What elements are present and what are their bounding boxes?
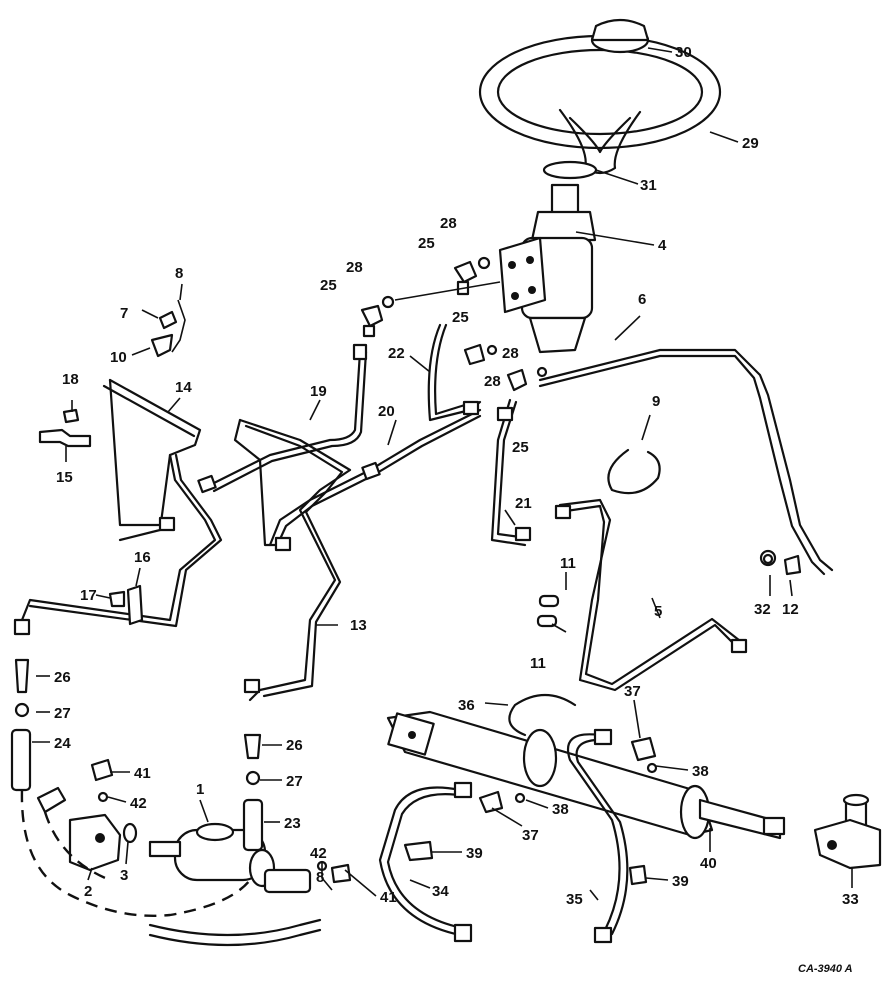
callout-26: 26 [54,669,71,686]
callout-14: 14 [175,379,192,396]
elbow-fittings [360,256,548,392]
steering-cylinder-right [386,710,786,840]
callout-6: 6 [638,291,646,308]
steering-wheel [478,34,722,175]
spindle-arm [813,793,882,870]
callout-21: 21 [515,495,532,512]
callout-29: 29 [742,135,759,152]
callout-11: 11 [530,655,546,672]
callout-37: 37 [624,683,641,700]
steering-cylinder [148,822,312,894]
callout-39: 39 [672,873,689,890]
callout-17: 17 [80,587,97,604]
callout-19: 19 [310,383,327,400]
figure-code: CA-3940 A [798,963,853,975]
callout-40: 40 [700,855,717,872]
steering-hand-pump [498,183,597,354]
callout-23: 23 [284,815,301,832]
callout-22: 22 [388,345,405,362]
callout-25: 25 [418,235,435,252]
callout-37: 37 [522,827,539,844]
callout-25: 25 [452,309,469,326]
snap-ring-31 [542,160,598,180]
callout-36: 36 [458,697,475,714]
callout-28: 28 [346,259,363,276]
small-clips [38,299,774,628]
leader-lines [32,47,853,901]
callout-13: 13 [350,617,367,634]
callout-18: 18 [62,371,79,388]
callout-labels: 30 29 31 4 28 25 28 25 25 28 28 25 6 8 7… [54,44,859,975]
hose-dashed-2 [43,811,111,882]
callout-32: 32 [754,601,771,618]
callout-3: 3 [120,867,128,884]
callout-7: 7 [120,305,128,322]
nut-3 [122,822,138,844]
callout-11: 11 [560,555,576,572]
callout-41: 41 [134,765,151,782]
callout-35: 35 [566,891,583,908]
snap-ring-36 [508,694,577,737]
callout-30: 30 [675,44,692,61]
clevis-2 [68,813,122,872]
callout-26: 26 [286,737,303,754]
callout-8: 8 [175,265,183,282]
callout-33: 33 [842,891,859,908]
callout-28: 28 [484,373,501,390]
callout-20: 20 [378,403,395,420]
hose-dashed [20,789,251,918]
callout-24: 24 [54,735,71,752]
callout-27: 27 [286,773,303,790]
callout-28: 28 [440,215,457,232]
snap-ring-9 [607,448,661,495]
callout-42: 42 [310,845,327,862]
fittings-24-26-27-23 [10,658,352,884]
callout-12: 12 [782,601,799,618]
callout-31: 31 [640,177,657,194]
callout-27: 27 [54,705,71,722]
callout-8: 8 [316,869,324,886]
callout-1: 1 [196,781,204,798]
tube-nuts [13,343,802,694]
callout-42: 42 [130,795,147,812]
callout-25: 25 [512,439,529,456]
callout-25: 25 [320,277,337,294]
elbows-37-38 [478,736,658,814]
callout-39: 39 [466,845,483,862]
hose-lower-left [148,918,322,937]
callout-2: 2 [84,883,92,900]
callout-38: 38 [552,801,569,818]
callout-41: 41 [380,889,397,906]
callout-10: 10 [110,349,127,366]
horn-cap [590,18,650,54]
callout-34: 34 [432,883,449,900]
callout-9: 9 [652,393,660,410]
clamps-39 [403,840,648,886]
callout-38: 38 [692,763,709,780]
callout-28: 28 [502,345,519,362]
callout-5: 5 [654,603,662,620]
hose-lower-left-b [148,928,322,947]
tubes [18,323,834,702]
hoses-34-35 [378,728,629,944]
callout-15: 15 [56,469,73,486]
callout-16: 16 [134,549,151,566]
callout-4: 4 [658,237,667,254]
